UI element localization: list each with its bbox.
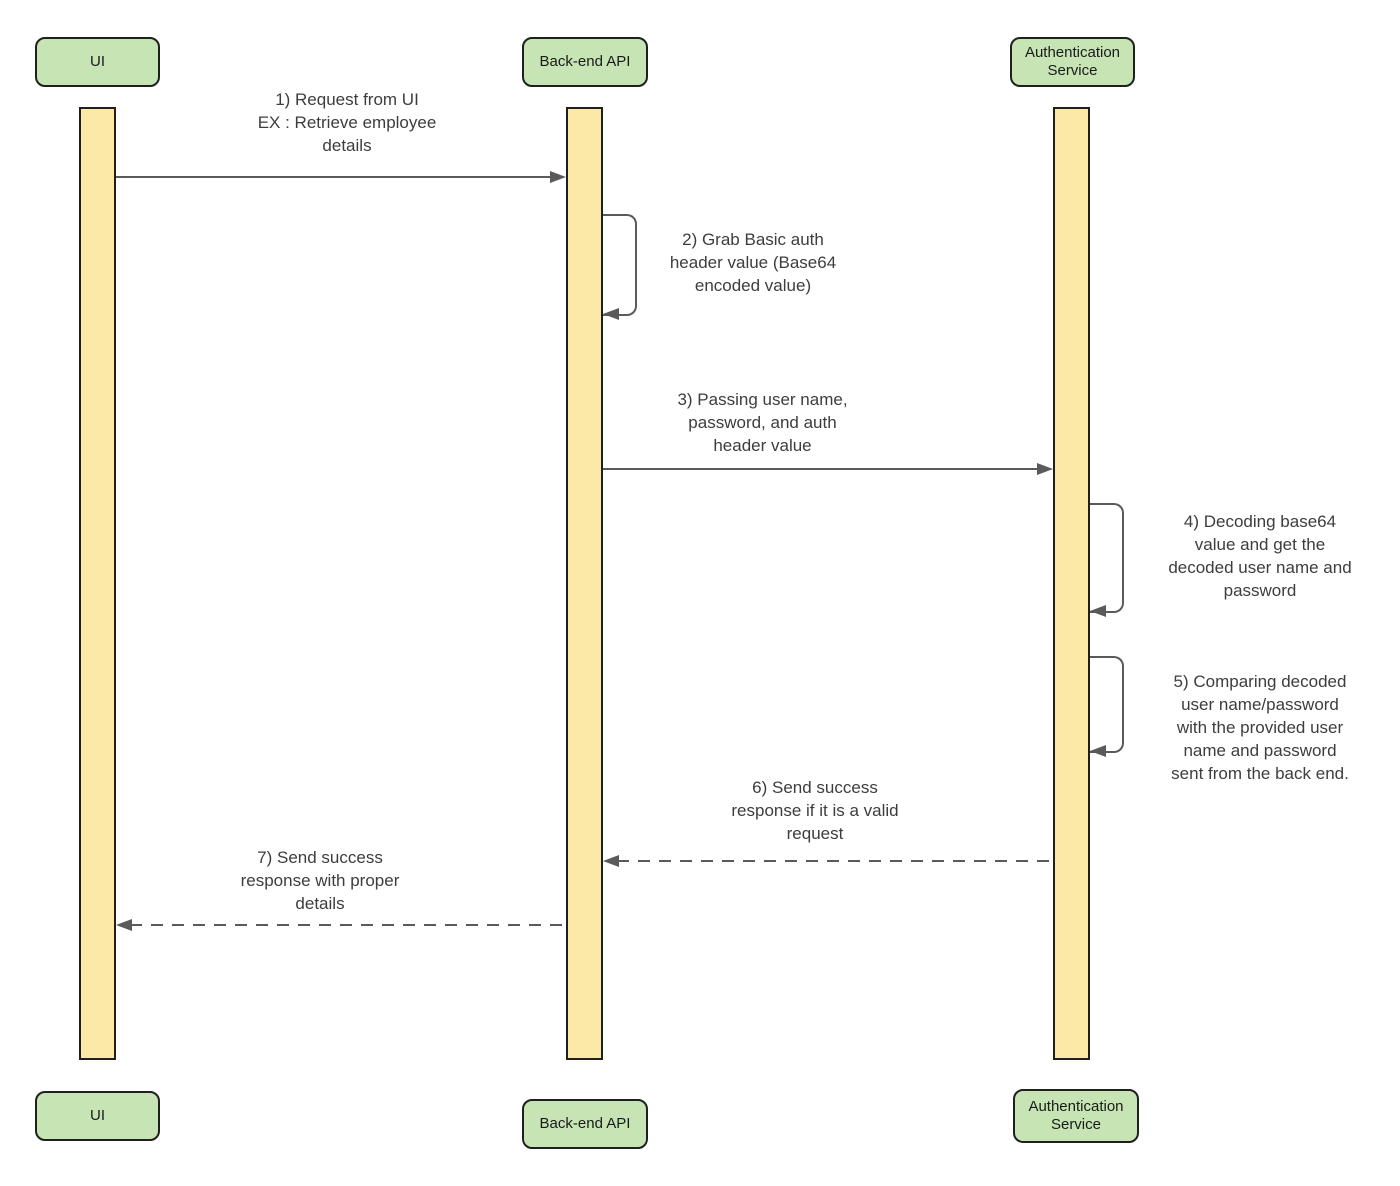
message-1-arrowhead-icon <box>550 171 566 183</box>
message-6-label: 6) Send success response if it is a vali… <box>700 776 930 845</box>
message-2-label: 2) Grab Basic auth header value (Base64 … <box>643 228 863 297</box>
message-3-arrow-line <box>603 468 1039 470</box>
message-5-arrowhead-icon <box>1090 745 1106 757</box>
message-2-arrowhead-icon <box>603 308 619 320</box>
message-4-self-loop <box>1090 503 1124 613</box>
actor-auth-bottom: Authentication Service <box>1013 1089 1139 1143</box>
message-1-arrow-line <box>116 176 552 178</box>
actor-backend-top-label: Back-end API <box>540 53 631 71</box>
message-7-label: 7) Send success response with proper det… <box>205 846 435 915</box>
message-5-label: 5) Comparing decoded user name/password … <box>1140 670 1380 785</box>
actor-ui-bottom-label: UI <box>90 1107 105 1125</box>
lifeline-ui <box>79 107 116 1060</box>
actor-ui-top: UI <box>35 37 160 87</box>
message-5-self-loop <box>1090 656 1124 753</box>
actor-backend-bottom-label: Back-end API <box>540 1115 631 1133</box>
actor-backend-bottom: Back-end API <box>522 1099 648 1149</box>
message-3-arrowhead-icon <box>1037 463 1053 475</box>
message-7-arrow-line <box>130 924 566 926</box>
message-1-label: 1) Request from UI EX : Retrieve employe… <box>217 88 477 157</box>
message-6-arrowhead-icon <box>603 855 619 867</box>
message-3-label: 3) Passing user name, password, and auth… <box>650 388 875 457</box>
message-2-self-loop <box>603 214 637 316</box>
message-4-arrowhead-icon <box>1090 605 1106 617</box>
actor-auth-top: Authentication Service <box>1010 37 1135 87</box>
actor-auth-top-label: Authentication Service <box>1025 44 1120 80</box>
actor-auth-bottom-label: Authentication Service <box>1028 1098 1123 1134</box>
actor-ui-bottom: UI <box>35 1091 160 1141</box>
lifeline-backend <box>566 107 603 1060</box>
message-6-arrow-line <box>617 860 1053 862</box>
lifeline-auth <box>1053 107 1090 1060</box>
actor-ui-top-label: UI <box>90 53 105 71</box>
actor-backend-top: Back-end API <box>522 37 648 87</box>
message-7-arrowhead-icon <box>116 919 132 931</box>
message-4-label: 4) Decoding base64 value and get the dec… <box>1140 510 1380 602</box>
